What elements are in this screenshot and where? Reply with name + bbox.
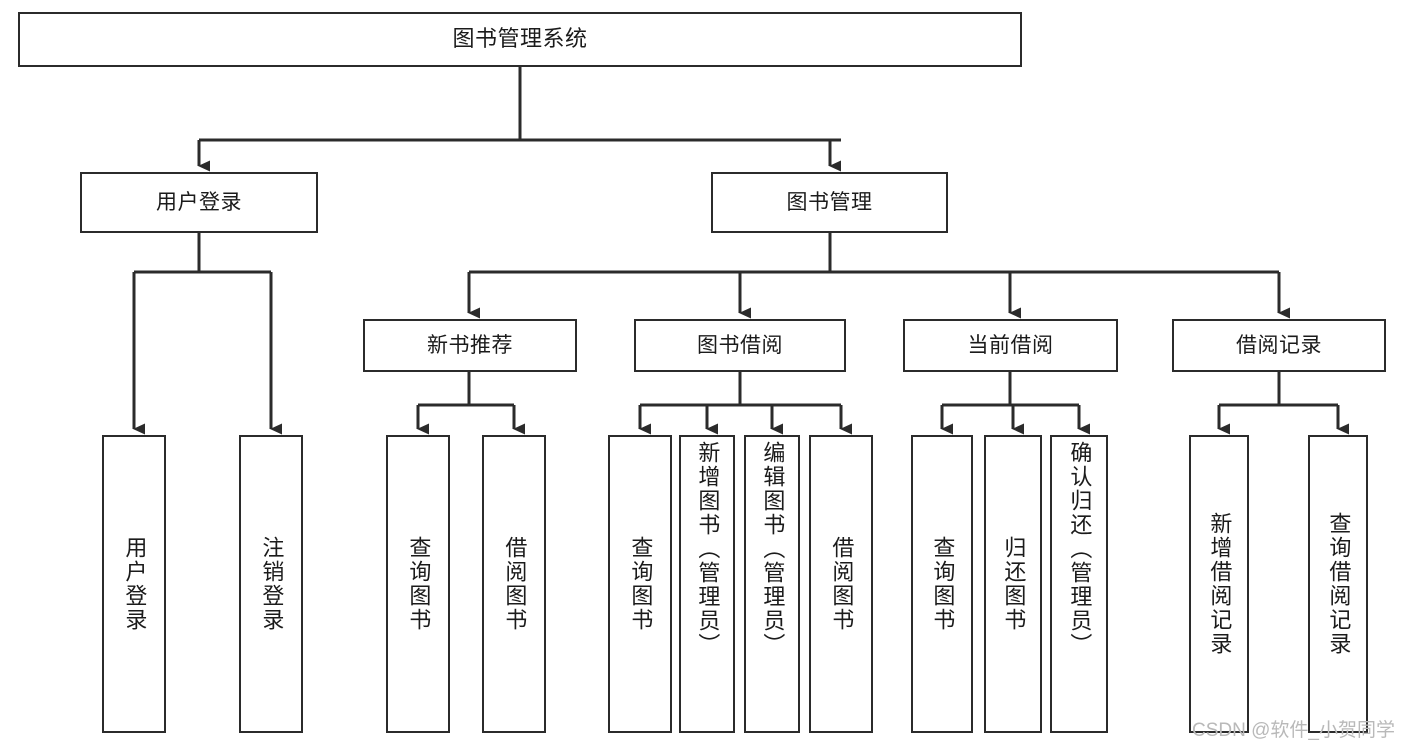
- node-current-borrow[interactable]: 当前借阅: [903, 319, 1118, 372]
- node-leaf-query-borrow-rec[interactable]: 查询借阅记录: [1308, 435, 1368, 733]
- node-leaf-query-book-cur[interactable]: 查询图书: [911, 435, 973, 733]
- node-label: 图书借阅: [697, 333, 783, 357]
- node-leaf-query-book-rec[interactable]: 查询图书: [386, 435, 450, 733]
- node-leaf-query-book-brw[interactable]: 查询图书: [608, 435, 672, 733]
- node-label: 新增借阅记录: [1207, 512, 1233, 656]
- node-borrow-record[interactable]: 借阅记录: [1172, 319, 1386, 372]
- node-leaf-user-login[interactable]: 用户登录: [102, 435, 166, 733]
- node-leaf-confirm-return[interactable]: 确认归还（管理员）: [1050, 435, 1108, 733]
- node-label: 新增图书（管理员）: [695, 441, 721, 657]
- node-label: 当前借阅: [967, 333, 1054, 357]
- node-label: 图书管理: [786, 190, 873, 214]
- node-label: 图书管理系统: [452, 26, 588, 52]
- node-label: 借阅图书: [502, 536, 528, 632]
- node-label: 查询图书: [406, 536, 432, 632]
- node-leaf-logout[interactable]: 注销登录: [239, 435, 303, 733]
- node-leaf-edit-book-admin[interactable]: 编辑图书（管理员）: [744, 435, 800, 733]
- node-leaf-add-borrow-record[interactable]: 新增借阅记录: [1189, 435, 1249, 733]
- node-book-borrow[interactable]: 图书借阅: [634, 319, 846, 372]
- node-new-book-recommendation[interactable]: 新书推荐: [363, 319, 577, 372]
- node-label: 查询借阅记录: [1326, 512, 1352, 656]
- node-label: 查询图书: [628, 536, 654, 632]
- node-label: 新书推荐: [427, 333, 513, 357]
- node-label: 编辑图书（管理员）: [760, 441, 786, 657]
- node-leaf-borrow-book-rec[interactable]: 借阅图书: [482, 435, 546, 733]
- node-book-management[interactable]: 图书管理: [711, 172, 948, 233]
- node-label: 确认归还（管理员）: [1067, 441, 1093, 657]
- node-root-system[interactable]: 图书管理系统: [18, 12, 1022, 67]
- node-label: 查询图书: [930, 536, 956, 632]
- node-label: 借阅图书: [829, 536, 855, 632]
- node-label: 归还图书: [1001, 536, 1027, 632]
- csdn-watermark: CSDN @软件_小贺同学: [1192, 720, 1395, 741]
- node-label: 借阅记录: [1236, 333, 1322, 357]
- node-leaf-add-book-admin[interactable]: 新增图书（管理员）: [679, 435, 735, 733]
- node-label: 用户登录: [122, 536, 148, 632]
- node-user-login[interactable]: 用户登录: [80, 172, 318, 233]
- node-label: 注销登录: [259, 536, 285, 632]
- node-label: 用户登录: [156, 190, 242, 214]
- node-leaf-return-book[interactable]: 归还图书: [984, 435, 1042, 733]
- node-leaf-borrow-book-brw[interactable]: 借阅图书: [809, 435, 873, 733]
